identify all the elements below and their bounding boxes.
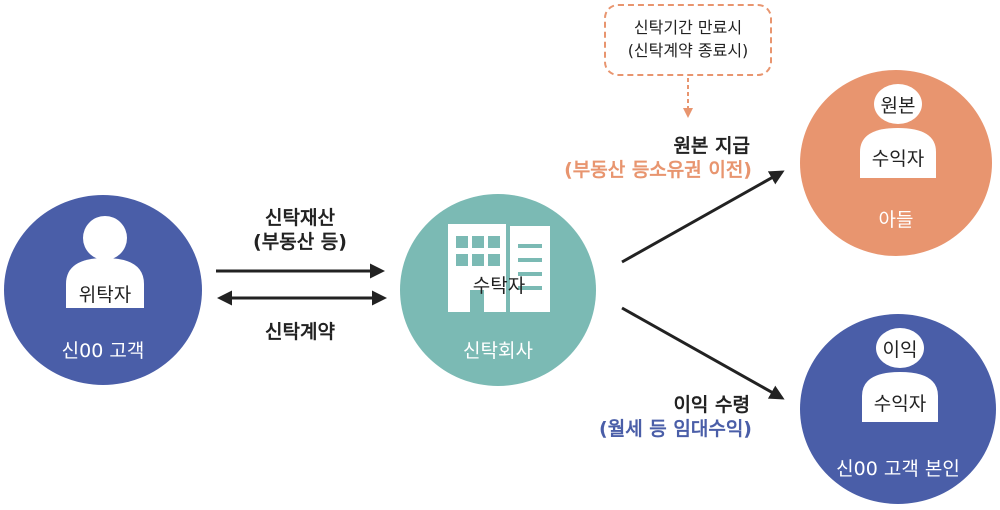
trustor-name: 신00 고객 xyxy=(61,340,145,362)
building-icon xyxy=(448,224,550,312)
contract-label: 신탁계약 xyxy=(265,321,335,343)
principal-title: 원본 지급 xyxy=(673,135,750,157)
expiry-note-line2: (신탁계약 종료시) xyxy=(627,41,749,60)
income-arrow xyxy=(621,306,785,400)
principal-subtitle: (부동산 등소유권 이전) xyxy=(564,159,752,181)
self-person-icon xyxy=(862,328,938,422)
principal-beneficiary-name: 아들 xyxy=(878,209,914,231)
principal-arrow xyxy=(621,170,785,264)
transfer-subtitle: (부동산 등) xyxy=(253,231,347,253)
income-title: 이익 수령 xyxy=(673,394,750,416)
principal-beneficiary-role: 수익자 xyxy=(871,148,925,170)
income-badge: 이익 xyxy=(882,339,918,361)
expiry-note-box xyxy=(604,4,772,76)
trustee-name: 신탁회사 xyxy=(463,340,533,362)
trustor-role-label: 위탁자 xyxy=(78,284,132,306)
income-subtitle: (월세 등 임대수익) xyxy=(599,418,752,440)
trustee-role-label: 수탁자 xyxy=(472,275,526,297)
principal-badge: 원본 xyxy=(880,95,916,117)
expiry-note-line1: 신탁기간 만료시 xyxy=(633,18,743,37)
trustor-person-icon xyxy=(66,216,144,308)
income-beneficiary-role: 수익자 xyxy=(873,393,927,415)
son-person-icon xyxy=(860,84,936,178)
transfer-title: 신탁재산 xyxy=(265,207,335,229)
income-beneficiary-name: 신00 고객 본인 xyxy=(836,458,960,480)
